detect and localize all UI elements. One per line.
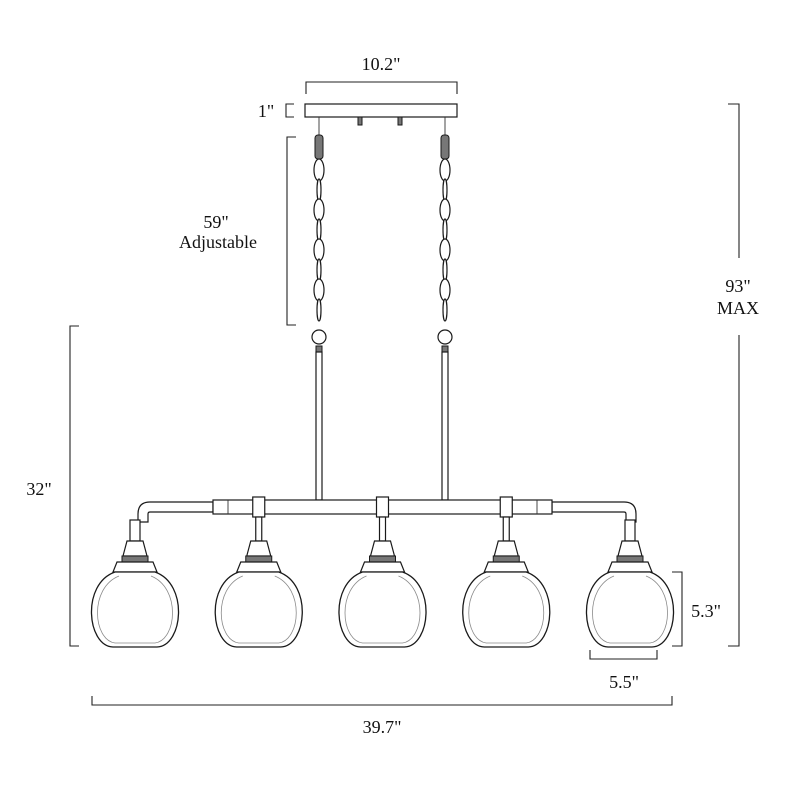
glass-shade	[90, 571, 180, 648]
canopy-plate	[304, 103, 458, 118]
shade-holder	[483, 561, 530, 573]
bar-elbow-right	[551, 501, 637, 523]
canopy-height-label: 1"	[258, 101, 274, 121]
chain-left	[313, 117, 325, 322]
light-head	[338, 496, 427, 648]
glass-shade	[214, 571, 303, 648]
chain-link	[313, 278, 325, 302]
socket-cap	[369, 540, 396, 557]
fixture-height-bracket	[69, 325, 79, 647]
fixture-height-label: 32"	[26, 479, 51, 499]
socket-band	[121, 555, 149, 563]
socket-band	[492, 555, 520, 563]
main-bar	[137, 499, 637, 523]
glass-shade	[585, 571, 675, 648]
hanging-rods	[311, 329, 453, 501]
light-head	[585, 519, 675, 648]
max-height-label: 93"	[725, 276, 750, 296]
socket-band	[369, 555, 396, 563]
chain-link	[313, 238, 325, 262]
glass-inner-line	[97, 575, 173, 644]
max-height-bracket-top	[728, 103, 740, 258]
chain-link	[316, 178, 322, 202]
drop-knuckle	[375, 496, 390, 518]
chain-link	[442, 178, 448, 202]
max-height-bracket-bottom	[728, 335, 740, 647]
chain-length-label: 59"	[203, 212, 228, 232]
canopy-width-label: 10.2"	[362, 54, 401, 74]
shade-holder	[607, 561, 653, 573]
socket-cap	[617, 540, 643, 557]
shade-holder	[112, 561, 158, 573]
chain-link	[313, 158, 325, 182]
glass-shade	[338, 571, 427, 648]
rod-right	[441, 351, 449, 501]
socket-band	[616, 555, 644, 563]
chain-link	[316, 258, 322, 282]
chain-link	[439, 158, 451, 182]
rod-cap-left	[315, 345, 323, 353]
light-head	[214, 496, 303, 648]
elbow-stem	[129, 519, 141, 542]
glass-inner-line	[344, 575, 421, 644]
elbow-stem	[624, 519, 636, 542]
drop-stem	[502, 516, 510, 542]
chain-link	[439, 278, 451, 302]
light-heads	[90, 496, 675, 648]
chain-link	[316, 218, 322, 242]
light-head	[90, 519, 180, 648]
shade-holder	[235, 561, 282, 573]
overall-width-label: 39.7"	[363, 717, 402, 737]
shade-width-label: 5.5"	[609, 672, 639, 692]
glass-shade	[462, 571, 551, 648]
chain-link	[316, 298, 322, 322]
canopy	[304, 103, 458, 126]
chain-link	[442, 218, 448, 242]
socket-cap	[245, 540, 272, 557]
canopy-screw-right	[397, 116, 403, 126]
glass-inner-line	[221, 575, 297, 644]
chain-link	[442, 298, 448, 322]
dimension-annotations: 10.2" 1" 59" Adjustable 93" MAX 32" 5.3"…	[26, 54, 759, 737]
shade-holder	[359, 561, 406, 573]
chain-length-bracket	[286, 136, 296, 326]
drop-stem	[378, 516, 387, 542]
shade-width-bracket	[589, 650, 658, 660]
chain-link	[313, 198, 325, 222]
ring-left	[311, 329, 327, 345]
chain-link	[439, 198, 451, 222]
glass-inner-line	[468, 575, 544, 644]
chain-right	[439, 117, 451, 322]
canopy-screw-left	[357, 116, 363, 126]
socket-cap	[122, 540, 148, 557]
canopy-width-bracket	[305, 81, 458, 94]
drop-stem	[255, 516, 263, 542]
canopy-height-bracket	[285, 103, 294, 118]
overall-width-bracket	[91, 696, 673, 706]
chain-length-note: Adjustable	[179, 232, 257, 252]
light-head	[462, 496, 551, 648]
bar-elbow-left	[137, 501, 214, 523]
chain-link	[442, 258, 448, 282]
shade-height-bracket	[672, 571, 683, 647]
drop-knuckle	[252, 496, 266, 518]
socket-cap	[493, 540, 520, 557]
chain-quick-link	[314, 134, 324, 160]
shade-height-label: 5.3"	[691, 601, 721, 621]
max-height-note: MAX	[717, 298, 759, 318]
drop-knuckle	[499, 496, 513, 518]
chain-link	[439, 238, 451, 262]
rod-left	[315, 351, 323, 501]
glass-inner-line	[592, 575, 668, 644]
ring-right	[437, 329, 453, 345]
chain-quick-link	[440, 134, 450, 160]
rod-cap-right	[441, 345, 449, 353]
socket-band	[245, 555, 273, 563]
